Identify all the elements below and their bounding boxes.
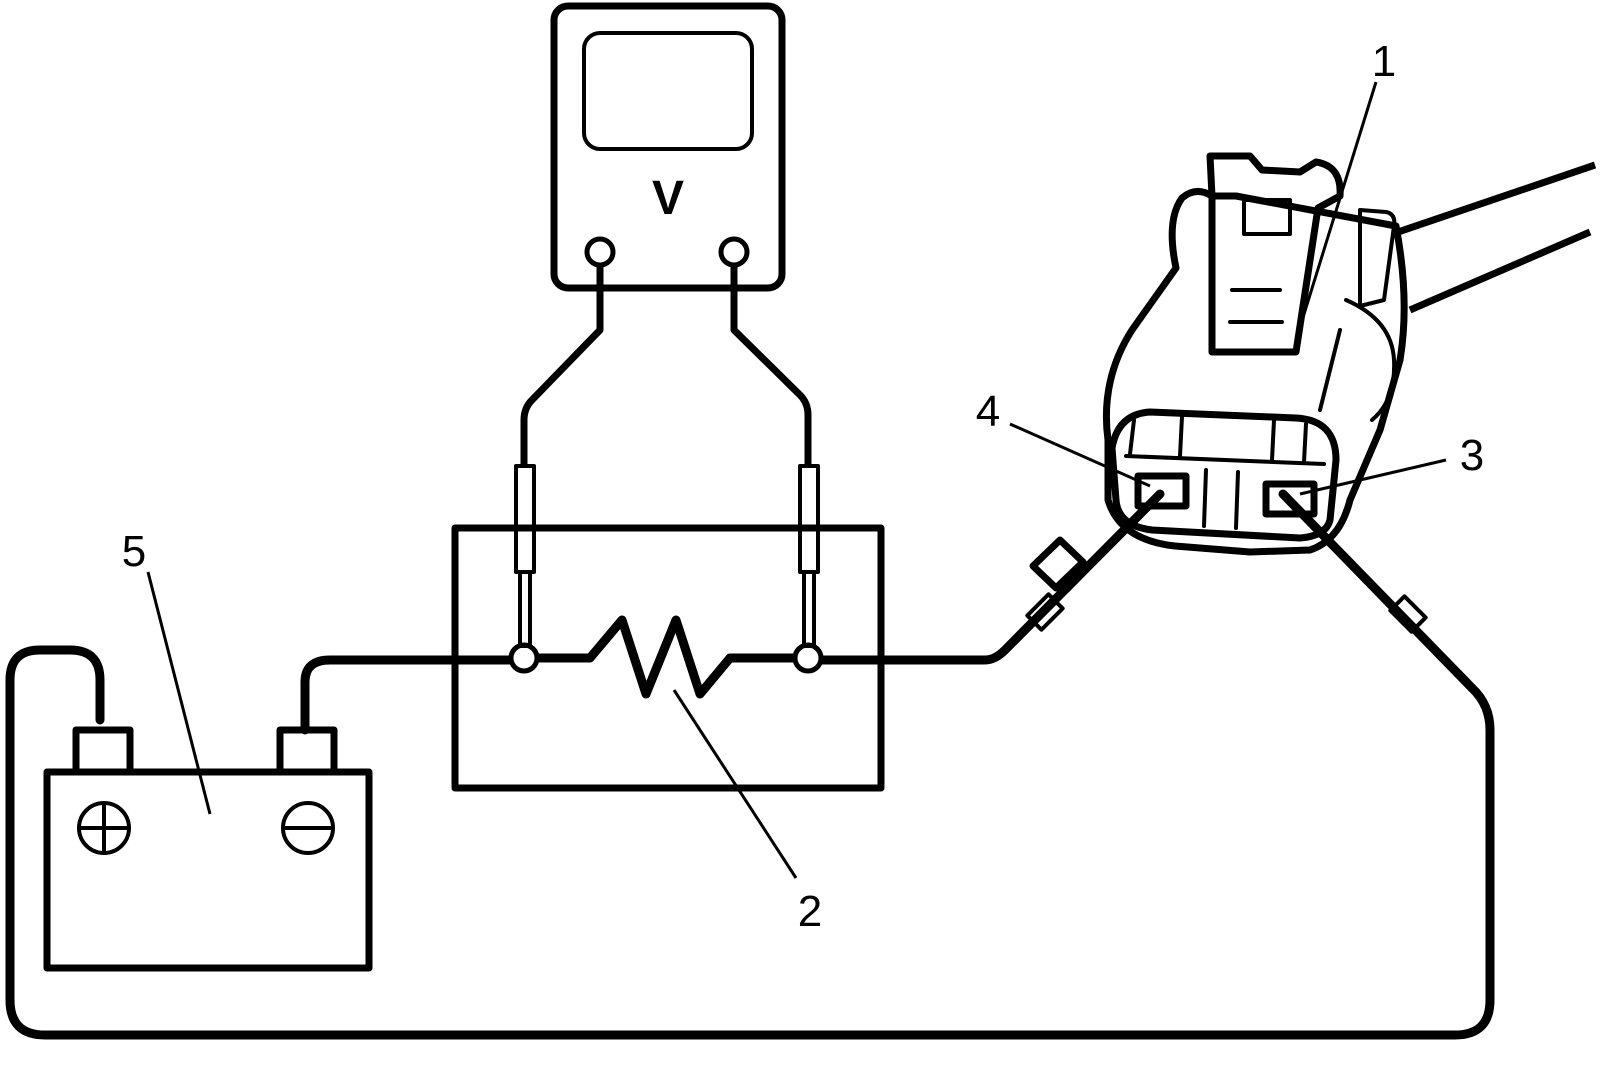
resistor-to-connector-wire [803,489,1165,665]
leader-2 [672,689,798,879]
leader-3 [1299,458,1447,496]
voltmeter-jack-left [584,236,616,268]
leader-1 [1294,81,1378,341]
node-right [792,642,824,674]
probe-right [798,464,820,648]
positive-terminal-symbol [77,801,131,855]
backprobe-right [1280,491,1428,634]
negative-terminal-symbol [281,801,335,855]
probe-lead-left [520,265,604,466]
connector [1102,152,1597,556]
callout-4: 4 [976,387,1000,436]
probe-left [514,464,536,648]
callout-1: 1 [1372,37,1396,86]
ground-loop-wire [5,489,1495,1040]
callout-2: 2 [798,887,822,936]
callout-5: 5 [122,527,146,576]
terminal-cavity-3 [1262,480,1318,518]
voltmeter-symbol: V [652,172,684,225]
voltmeter: V [550,2,786,292]
voltmeter-jack-right [718,236,750,268]
leader-5 [146,571,212,815]
probe-lead-right [730,265,812,466]
callout-3: 3 [1460,431,1484,480]
battery-to-resistor-wire [300,655,515,735]
leader-4 [1009,422,1151,488]
resistor-symbol [519,615,813,699]
battery [43,726,373,972]
terminal-cavity-4 [1134,472,1190,510]
node-left [508,642,540,674]
backprobe-left [1025,491,1163,632]
voltmeter-display [582,31,754,151]
